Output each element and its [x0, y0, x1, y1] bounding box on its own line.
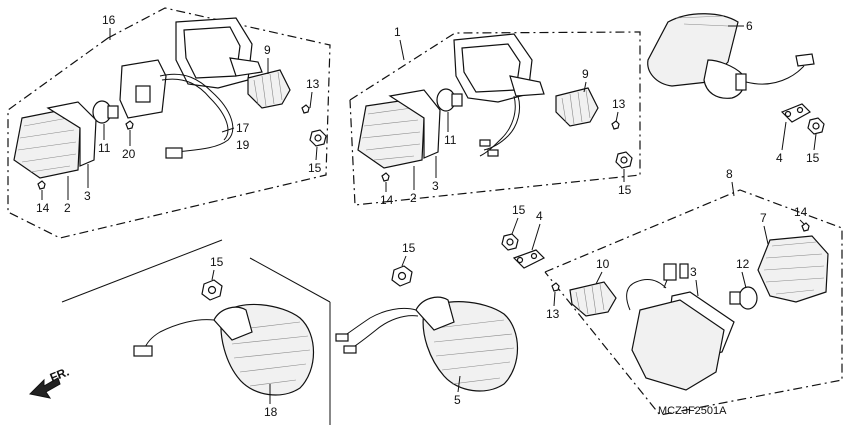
group-8-assembly: [501, 222, 829, 391]
rubber-9a-part: [247, 69, 291, 109]
grommet-4a-part: [780, 103, 811, 123]
callout-19: 19: [236, 138, 250, 152]
callout-15b: 15: [618, 183, 632, 197]
callout-3a: 3: [84, 189, 91, 203]
callout-4b: 4: [536, 209, 543, 223]
screw-14c-part: [801, 222, 810, 232]
callout-12: 12: [736, 257, 750, 271]
screw-13c-part: [551, 282, 560, 292]
callout-3c: 3: [690, 265, 697, 279]
callout-5: 5: [454, 393, 461, 407]
bulb-12-part: [738, 286, 758, 310]
group-1-boundary: [349, 31, 641, 206]
callout-15c: 15: [806, 151, 820, 165]
callout-15a: 15: [308, 161, 322, 175]
lower-left-divider: [61, 239, 223, 303]
callout-14b: 14: [380, 193, 394, 207]
callout-9b: 9: [582, 67, 589, 81]
screw-13a-part: [301, 104, 310, 114]
rubber-9b-part: [555, 87, 599, 127]
part-5-assembly: [335, 265, 519, 392]
callout-13c: 13: [546, 307, 560, 321]
callout-13b: 13: [612, 97, 626, 111]
callout-13a: 13: [306, 77, 320, 91]
callout-17: 17: [236, 121, 250, 135]
group-16-assembly: [13, 17, 327, 190]
callout-15e: 15: [210, 255, 224, 269]
part-18-assembly: [133, 279, 315, 396]
callout-8: 8: [726, 167, 733, 181]
screw-14a-part: [37, 180, 46, 190]
screw-14b-part: [381, 172, 390, 182]
callout-2a: 2: [64, 201, 71, 215]
callout-14a: 14: [36, 201, 50, 215]
callout-11a: 11: [98, 141, 111, 155]
lower-right-divider: [249, 257, 331, 303]
callout-3b: 3: [432, 179, 439, 193]
part-6-assembly: [647, 13, 825, 135]
gasket-3b-part: [388, 89, 441, 159]
callout-9a: 9: [264, 43, 271, 57]
direction-label: FR.: [48, 365, 71, 385]
callout-18: 18: [264, 405, 278, 419]
callout-15d: 15: [512, 203, 526, 217]
screw-13b-part: [611, 120, 620, 130]
diagram-code: MCZ3F2501A: [658, 405, 727, 417]
front-direction-arrow: FR.: [28, 365, 71, 399]
callout-10: 10: [596, 257, 610, 271]
callout-11b: 11: [444, 133, 457, 147]
callout-15f: 15: [402, 241, 416, 255]
callout-4a: 4: [776, 151, 783, 165]
lens-7-part: [757, 235, 829, 303]
group-1-assembly: [357, 33, 633, 182]
callout-1: 1: [394, 25, 401, 39]
group-8-boundary: [544, 189, 843, 416]
callout-14c: 14: [794, 205, 808, 219]
callout-7: 7: [760, 211, 767, 225]
callout-16: 16: [102, 13, 116, 27]
callout-6: 6: [746, 19, 753, 33]
callout-2b: 2: [410, 191, 417, 205]
screw-20-part: [125, 120, 134, 130]
rubber-10-part: [569, 281, 617, 317]
housing-8-part: [631, 299, 725, 391]
gasket-3-part: [46, 101, 97, 167]
group-16-boundary: [7, 7, 331, 239]
callout-20: 20: [122, 147, 136, 161]
